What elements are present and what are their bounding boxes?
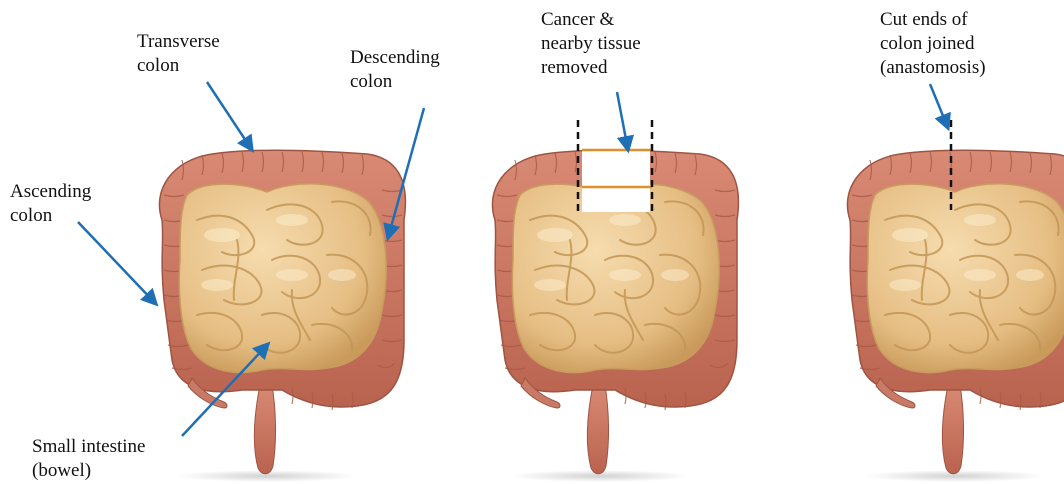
figure-anastomosis bbox=[847, 150, 1064, 482]
label-cancer-removed: Cancer & nearby tissue removed bbox=[541, 8, 641, 80]
arrow-ascending bbox=[78, 222, 156, 304]
label-small-intestine: Small intestine (bowel) bbox=[32, 435, 145, 483]
label-ascending-colon: Ascending colon bbox=[10, 180, 91, 228]
label-descending-colon: Descending colon bbox=[350, 46, 440, 94]
label-transverse-colon: Transverse colon bbox=[137, 30, 220, 78]
arrow-transverse bbox=[207, 82, 252, 150]
figure-normal-colon bbox=[159, 150, 405, 482]
label-anastomosis: Cut ends of colon joined (anastomosis) bbox=[880, 8, 986, 80]
arrow-joined bbox=[930, 84, 948, 128]
